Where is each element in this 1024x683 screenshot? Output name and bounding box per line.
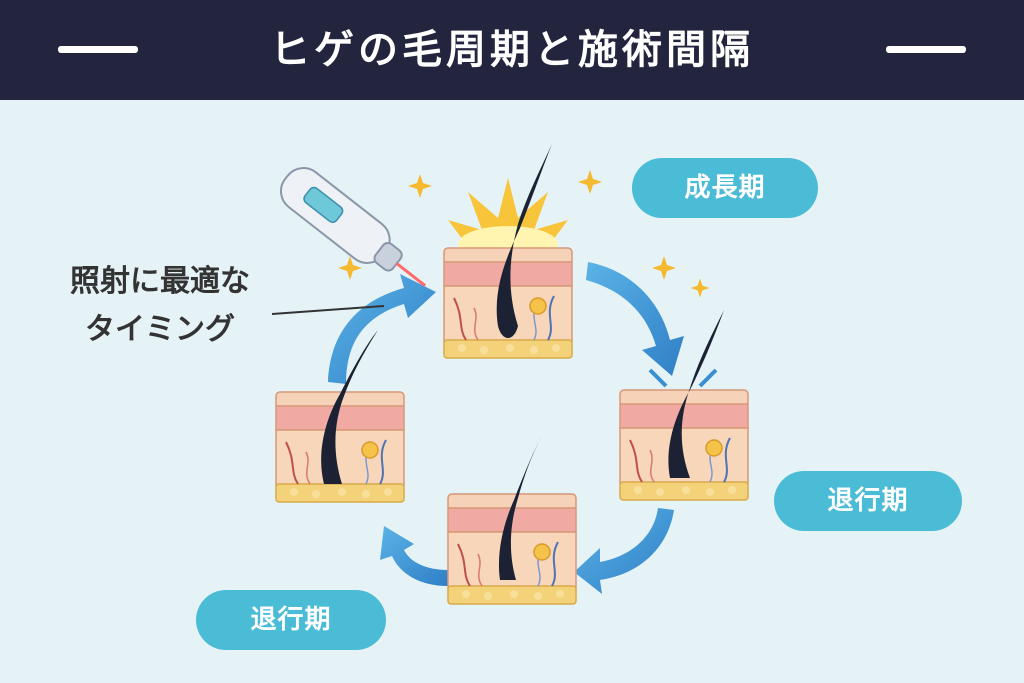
cycle-arrow-icon [328, 262, 684, 594]
note-line-2: タイミング [85, 312, 235, 347]
skin-block-icon [443, 144, 573, 359]
laser-device-icon [279, 167, 427, 287]
skin-block-icon [619, 310, 749, 501]
header-dash-left [58, 46, 138, 53]
label-regression-phase-right: 退行期 [774, 471, 962, 531]
optimal-timing-note: 照射に最適な タイミング [40, 258, 280, 354]
page-title: ヒゲの毛周期と施術間隔 [270, 27, 754, 73]
hair-cycle-diagram [271, 144, 749, 605]
header-bar: ヒゲの毛周期と施術間隔 [0, 0, 1024, 100]
note-line-1: 照射に最適な [70, 264, 250, 299]
skin-block-icon [447, 436, 577, 605]
label-regression-phase-left: 退行期 [196, 590, 386, 650]
skin-block-icon [275, 330, 405, 503]
label-growth-phase: 成長期 [632, 158, 818, 218]
note-pointer-line [271, 305, 385, 315]
header-dash-right [886, 46, 966, 53]
